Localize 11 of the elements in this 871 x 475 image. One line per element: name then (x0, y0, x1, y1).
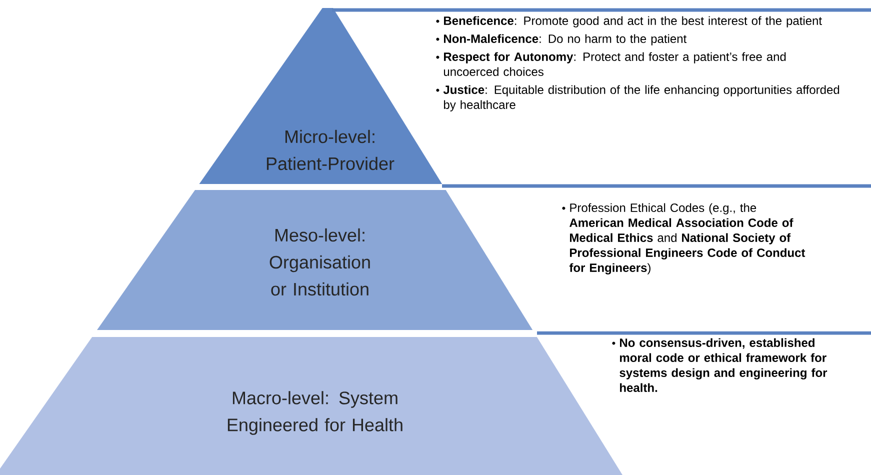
bullet-text: Beneficence: Promote good and act in the best interest of the patient (444, 16, 822, 28)
bullet-text: Non-Maleficence: Do no harm to the patient (444, 34, 687, 46)
bullet-text: No consensus-driven, established moral code or ethical framework for systems design and engineering for health. (620, 338, 828, 392)
text-panel (332, 8, 871, 112)
bullet-text: Profession Ethical Codes (e.g., the American Medical Association Code of Medical Ethics and National Society of Professional Engineers Code of Conduct for Engineers) (569, 203, 806, 274)
bullet-text: Respect for Autonomy: Protect and foster a patient’s free and uncoerced choices (444, 52, 786, 76)
bullet-text: Justice: Equitable distribution of the life enhancing opportunities afforded by healthcare (443, 85, 840, 112)
pyramid-level: Meso-level: Organisation or Institution (97, 190, 533, 330)
pyramid-level: Micro-level: Patient-Provider (199, 8, 442, 184)
text-panel (442, 184, 871, 274)
text-panel (537, 331, 871, 392)
